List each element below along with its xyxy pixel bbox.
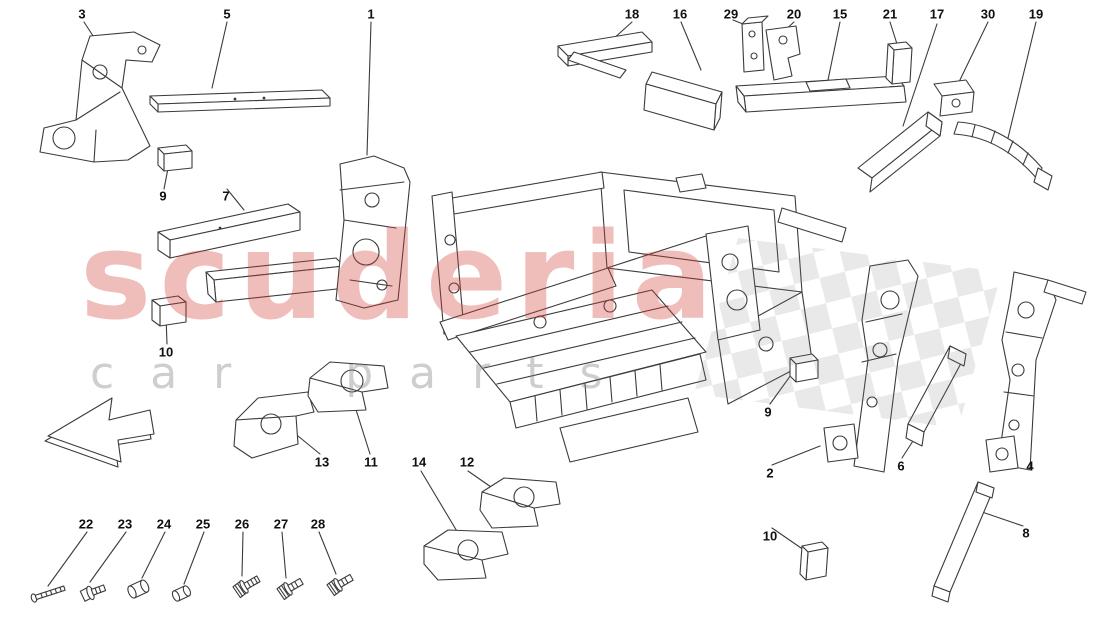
fastener-27-bolt [276,577,304,601]
leader-lines [47,19,1037,587]
callout-part-6[interactable]: 6 [897,458,905,474]
callout-part-27[interactable]: 27 [273,516,289,532]
part-6-beam [905,345,967,447]
callout-part-21[interactable]: 21 [882,6,898,22]
callout-part-7[interactable]: 7 [222,188,230,204]
fastener-25-bushing [171,585,192,602]
callout-part-3[interactable]: 3 [78,6,86,22]
callout-part-10-left[interactable]: 10 [158,344,174,360]
direction-arrow [44,397,155,468]
part-7-beam [157,203,301,259]
part-11-bracket [307,361,389,413]
main-frame-assembly [431,171,847,463]
part-2-upright [823,259,919,473]
part-10-right-block [799,541,829,581]
callout-part-19[interactable]: 19 [1028,6,1044,22]
fastener-23-bolt [79,584,107,602]
callout-part-9-right[interactable]: 9 [764,404,772,420]
callout-part-16[interactable]: 16 [672,6,688,22]
callout-part-23[interactable]: 23 [117,516,133,532]
callout-part-24[interactable]: 24 [156,516,172,532]
part-9-right-block [789,353,819,383]
part-5-beam [149,89,331,113]
part-4-upright [985,271,1087,473]
part-19-rail [953,121,1053,191]
callout-part-10-right[interactable]: 10 [762,528,778,544]
part-3-upright [39,31,161,163]
callout-part-15[interactable]: 15 [832,6,848,22]
callout-part-4[interactable]: 4 [1026,458,1034,474]
callout-part-5[interactable]: 5 [223,6,231,22]
callout-part-20[interactable]: 20 [786,6,802,22]
fastener-22-screw [30,585,66,603]
callout-part-9-left[interactable]: 9 [159,188,167,204]
callout-part-11[interactable]: 11 [364,454,378,470]
fastener-26-bolt [232,575,261,599]
callout-part-2[interactable]: 2 [766,465,774,481]
callout-part-26[interactable]: 26 [234,516,250,532]
part-20-bracket [765,25,801,81]
part-13-bracket [233,391,315,459]
part-14-bracket [423,529,509,581]
callout-part-22[interactable]: 22 [78,516,94,532]
part-29-bracket [741,15,769,73]
callout-part-17[interactable]: 17 [929,6,945,22]
callout-part-8[interactable]: 8 [1022,525,1030,541]
part-1-upright [205,155,411,309]
part-9-left-block [157,144,193,172]
part-30-bracket [933,79,975,117]
callout-part-1[interactable]: 1 [367,6,375,22]
callout-part-13[interactable]: 13 [314,454,330,470]
part-15-beam [735,75,907,113]
part-17-beam [857,111,943,193]
part-21-block [885,41,913,85]
callout-part-12[interactable]: 12 [459,454,475,470]
part-18-bracket-beam [557,31,653,79]
callout-part-29[interactable]: 29 [723,6,739,22]
part-12-bracket [479,477,561,529]
fastener-28-bolt [326,573,354,597]
fastener-24-bushing [127,579,150,599]
part-8-beam [931,481,995,603]
callout-part-30[interactable]: 30 [980,6,996,22]
callout-part-25[interactable]: 25 [195,516,211,532]
callout-part-18[interactable]: 18 [624,6,640,22]
part-10-left-block [151,295,187,327]
callout-part-14[interactable]: 14 [411,454,427,470]
callout-part-28[interactable]: 28 [310,516,326,532]
part-16-beam [643,71,723,131]
